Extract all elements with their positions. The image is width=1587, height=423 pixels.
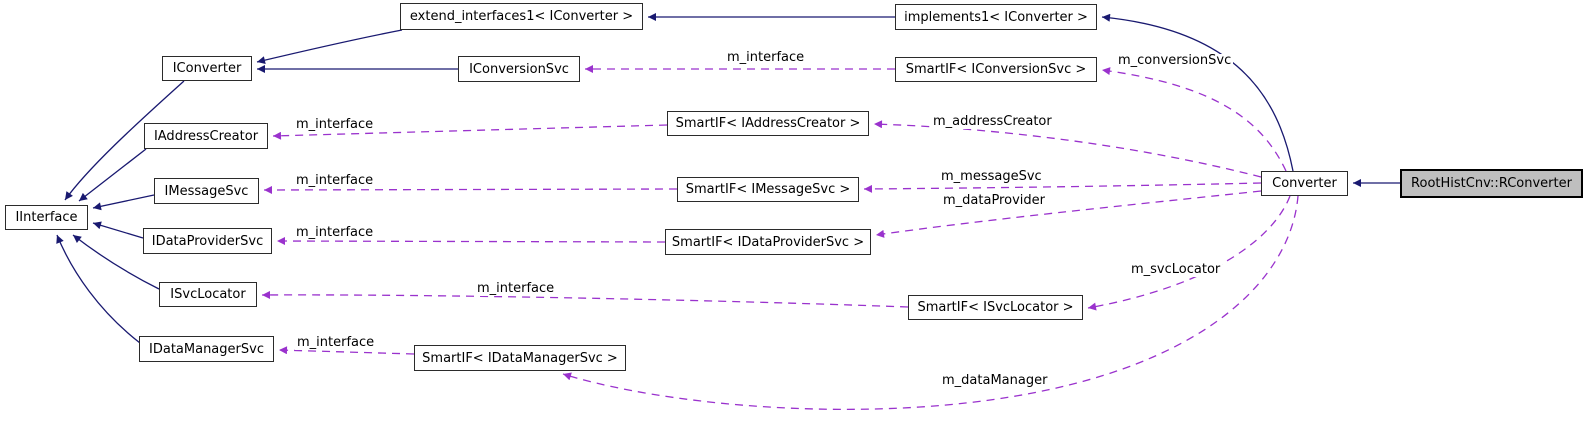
edge-label-m-messagesvc: m_messageSvc — [939, 169, 1044, 184]
edge-label-m-interface-svclocator: m_interface — [475, 281, 557, 296]
node-extend-interfaces1-iconverter[interactable]: extend_interfaces1< IConverter > — [400, 3, 643, 30]
node-iconversionsvc[interactable]: IConversionSvc — [458, 56, 580, 82]
edge-usage-smartif-idatamanagersvc-to-idatamanagersvc — [278, 346, 415, 355]
node-isvclocator[interactable]: ISvcLocator — [159, 282, 257, 307]
node-smartif-iaddresscreator[interactable]: SmartIF< IAddressCreator > — [667, 111, 869, 136]
node-smartif-isvclocator[interactable]: SmartIF< ISvcLocator > — [908, 295, 1083, 320]
node-smartif-idatamanagersvc[interactable]: SmartIF< IDataManagerSvc > — [414, 345, 626, 371]
edge-inheritance-imessagesvc-to-iinterface — [92, 194, 155, 211]
edge-usage-smartif-idataprovidersvc-to-idataprovidersvc — [276, 237, 666, 246]
edge-label-m-svclocator: m_svcLocator — [1129, 262, 1223, 277]
node-roothistcnv-rconverter-selected: RootHistCnv::RConverter — [1400, 169, 1583, 198]
node-iaddresscreator[interactable]: IAddressCreator — [144, 123, 268, 149]
node-imessagesvc[interactable]: IMessageSvc — [154, 178, 259, 204]
node-iinterface[interactable]: IInterface — [5, 205, 88, 230]
edge-usage-converter-to-smartif-imessagesvc — [863, 182, 1262, 193]
node-iconverter[interactable]: IConverter — [162, 56, 252, 81]
edge-usage-converter-to-smartif-isvclocator — [1087, 195, 1291, 311]
edge-usage-converter-to-smartif-iconversionsvc — [1101, 67, 1287, 172]
edge-inheritance-extend-interfaces1-to-iconverter — [256, 29, 403, 65]
node-idatamanagersvc[interactable]: IDataManagerSvc — [139, 336, 274, 362]
edge-inheritance-iaddresscreator-to-iinterface — [78, 148, 147, 202]
edge-usage-converter-to-smartif-idatamanagersvc — [562, 195, 1299, 410]
edge-usage-smartif-isvclocator-to-isvclocator — [261, 290, 909, 308]
node-smartif-imessagesvc[interactable]: SmartIF< IMessageSvc > — [677, 177, 859, 202]
edge-label-m-datamanager: m_dataManager — [940, 373, 1050, 388]
edge-label-m-interface-addresscreator: m_interface — [294, 117, 376, 132]
edge-label-m-conversionsvc: m_conversionSvc — [1116, 53, 1234, 68]
edge-usage-smartif-iaddresscreator-to-iaddresscreator — [272, 124, 668, 140]
edge-label-m-addresscreator: m_addressCreator — [931, 114, 1054, 129]
edge-label-m-interface-conversionsvc: m_interface — [725, 50, 807, 65]
edge-inheritance-converter-to-implements1 — [1101, 13, 1294, 172]
node-idataprovidersvc[interactable]: IDataProviderSvc — [143, 228, 272, 254]
edge-label-m-interface-messagesvc: m_interface — [294, 173, 376, 188]
edge-usage-converter-to-smartif-iaddresscreator — [873, 120, 1262, 178]
edge-label-m-interface-dataprovidersvc: m_interface — [294, 225, 376, 240]
node-converter[interactable]: Converter — [1261, 171, 1348, 196]
edge-inheritance-idataprovidersvc-to-iinterface — [92, 221, 144, 239]
node-implements1-iconverter[interactable]: implements1< IConverter > — [895, 4, 1097, 30]
edge-inheritance-isvclocator-to-iinterface — [72, 234, 160, 290]
node-smartif-idataprovidersvc[interactable]: SmartIF< IDataProviderSvc > — [665, 229, 871, 255]
node-smartif-iconversionsvc[interactable]: SmartIF< IConversionSvc > — [895, 57, 1097, 82]
edge-label-m-interface-datamanagersvc: m_interface — [295, 335, 377, 350]
edge-label-m-dataprovider: m_dataProvider — [941, 193, 1047, 208]
edge-usage-smartif-imessagesvc-to-imessagesvc — [263, 185, 678, 194]
edge-inheritance-iconverter-to-iinterface — [64, 80, 185, 201]
edge-inheritance-idatamanagersvc-to-iinterface — [56, 234, 141, 344]
edge-usage-converter-to-smartif-idataprovidersvc — [875, 190, 1262, 238]
